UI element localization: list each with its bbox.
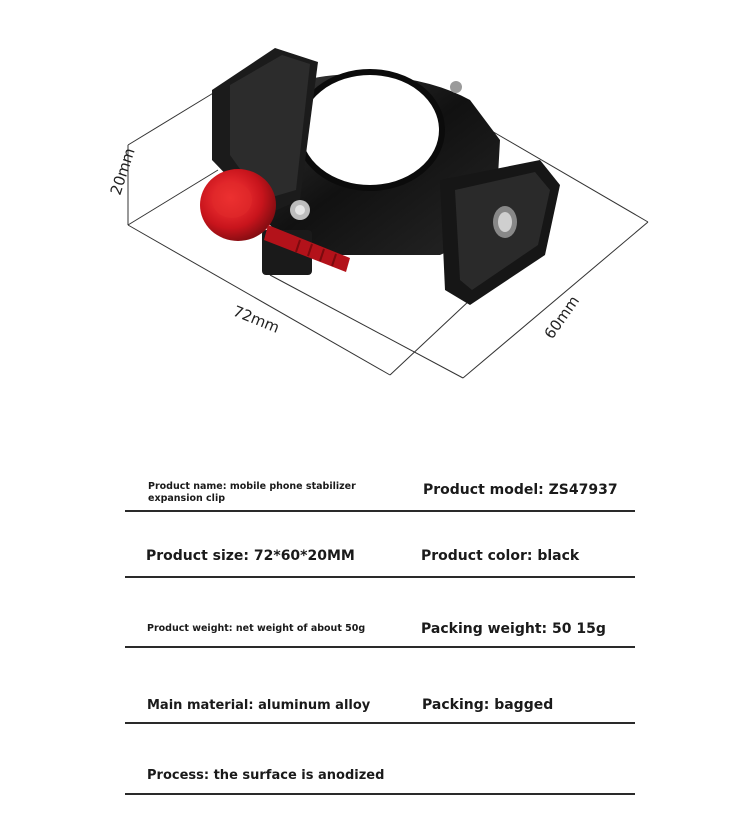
dimension-length-label: 72mm xyxy=(231,302,283,337)
divider xyxy=(125,576,635,578)
dimension-height-label: 20mm xyxy=(107,146,139,198)
red-knob-image xyxy=(200,169,350,272)
product-name-text: Product name: mobile phone stabilizer ex… xyxy=(148,481,356,504)
main-material-text: Main material: aluminum alloy xyxy=(147,698,371,713)
divider xyxy=(125,510,635,512)
product-size-text: Product size: 72*60*20MM xyxy=(146,548,355,564)
divider xyxy=(125,646,635,648)
product-weight-text: Product weight: net weight of about 50g xyxy=(147,623,366,634)
dimension-lines xyxy=(127,91,649,379)
divider xyxy=(125,722,635,724)
product-color-text: Product color: black xyxy=(421,548,580,564)
packing-weight-text: Packing weight: 50 15g xyxy=(421,621,606,637)
expansion-clip-image xyxy=(212,48,560,305)
product-model-text: Product model: ZS47937 xyxy=(423,482,618,498)
dimension-width-label: 60mm xyxy=(541,292,583,342)
packing-text: Packing: bagged xyxy=(422,697,554,713)
divider xyxy=(125,793,635,795)
product-dimension-figure: 20mm 72mm 60mm xyxy=(107,48,649,379)
process-text: Process: the surface is anodized xyxy=(147,768,385,783)
